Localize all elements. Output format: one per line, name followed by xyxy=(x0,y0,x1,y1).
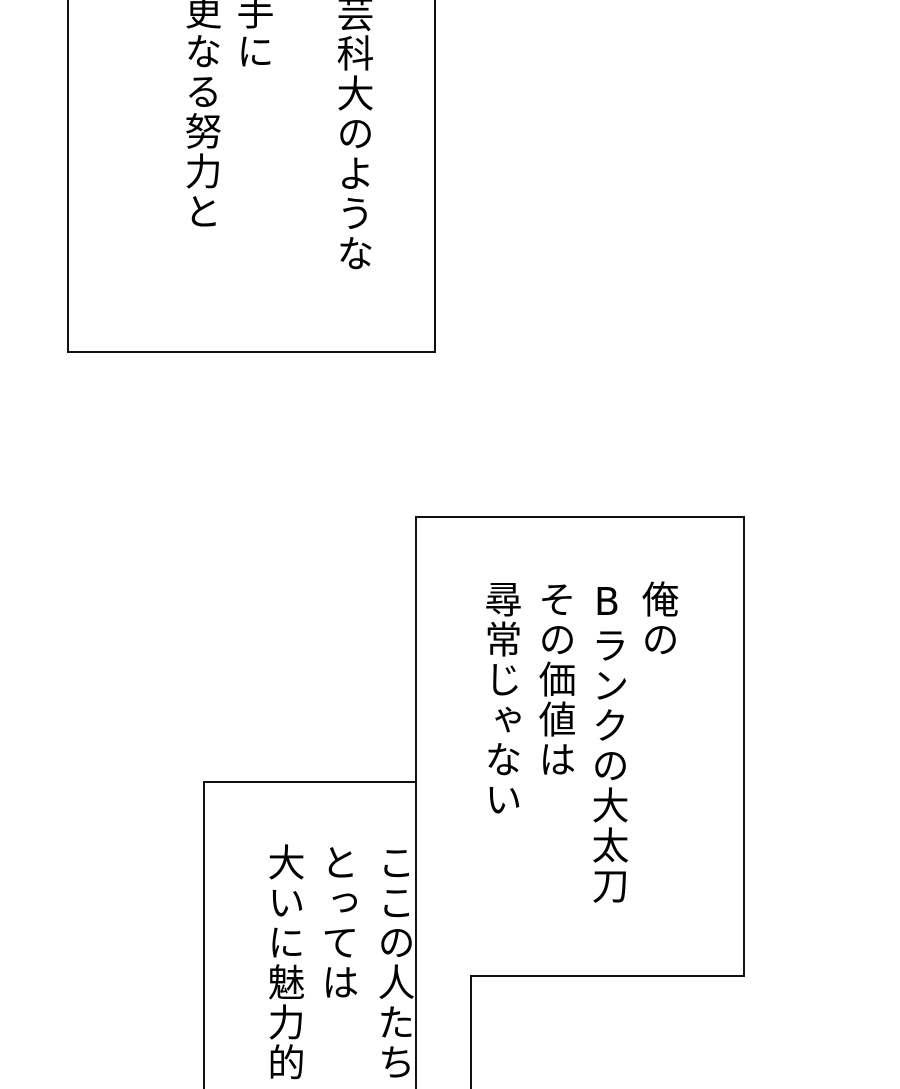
caption-right-line-3: その価値は xyxy=(532,580,576,780)
caption-bottom-line-1: ここの人たち xyxy=(371,843,415,1083)
caption-top-line-2: 手に xyxy=(230,0,274,72)
caption-right-line-1: 俺の xyxy=(635,580,679,660)
caption-bottom-border xyxy=(203,781,416,1089)
caption-right-border xyxy=(415,516,745,1089)
caption-top-line-1: 芸科大のような xyxy=(330,0,374,274)
caption-top-line-3: 更なる努力と xyxy=(178,0,222,232)
caption-right-line-2: Bランクの大太刀 xyxy=(585,580,629,906)
caption-box-top: 芸科大のような 手に 更なる努力と xyxy=(67,0,436,353)
caption-right-line-4: 尋常じゃない xyxy=(478,580,522,820)
caption-bottom-line-3: 大いに魅力的 xyxy=(261,843,305,1083)
caption-bottom-line-2: とっては xyxy=(315,843,359,1003)
